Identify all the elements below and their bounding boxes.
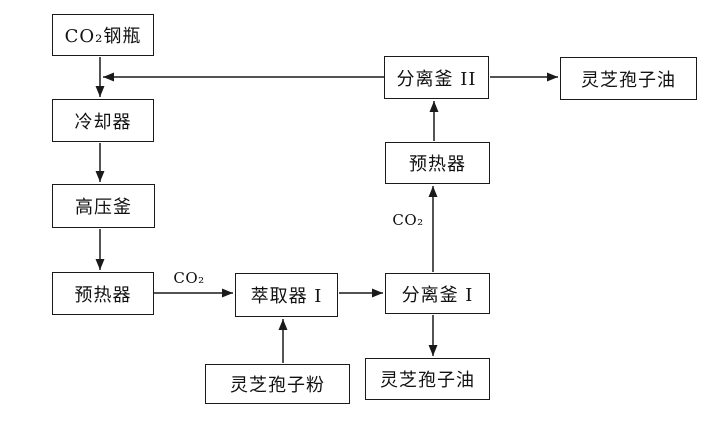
node-separator-1: 分离釜 I xyxy=(385,273,490,314)
node-co2-cylinder: CO₂钢瓶 xyxy=(52,14,154,56)
node-cooler: 冷却器 xyxy=(52,99,154,142)
node-spore-powder: 灵芝孢子粉 xyxy=(205,364,350,404)
node-separator-2: 分离釜 II xyxy=(384,56,489,99)
node-spore-oil-bottom: 灵芝孢子油 xyxy=(365,358,490,400)
node-preheater-left: 预热器 xyxy=(52,272,154,315)
node-spore-oil-top: 灵芝孢子油 xyxy=(560,57,697,100)
node-preheater-right: 预热器 xyxy=(385,142,490,184)
co2-flow-label-right: CO₂ xyxy=(392,211,424,229)
node-high-pressure-vessel: 高压釜 xyxy=(52,184,155,228)
node-extractor-1: 萃取器 I xyxy=(235,273,338,317)
co2-flow-label-left: CO₂ xyxy=(173,269,205,287)
